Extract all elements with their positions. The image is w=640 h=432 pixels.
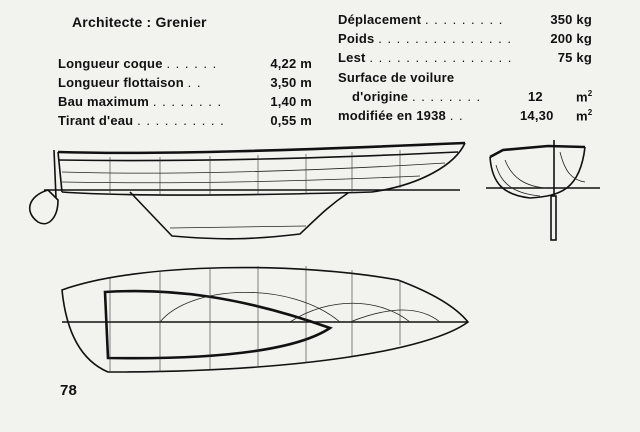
sail-heading: Surface de voilure (338, 70, 455, 85)
sail-modified-value: 14,30 (520, 108, 554, 123)
spec-value: 200 kg (550, 31, 592, 46)
architect-title: Architecte : Grenier (72, 14, 207, 30)
hull-bottom-line (61, 191, 373, 196)
section-curve (504, 159, 546, 189)
section-curve (559, 151, 586, 183)
spec-value: 1,40 m (270, 94, 312, 109)
spec-value: 4,22 m (270, 56, 312, 71)
keel-ballast-line (169, 225, 307, 229)
spec-value: 0,55 m (270, 113, 312, 128)
spec-label: Lest . . . . . . . . . . . . . . . . (338, 50, 513, 65)
spec-label: Tirant d'eau . . . . . . . . . . (58, 113, 225, 128)
section-deck (489, 144, 586, 159)
spec-value: 3,50 m (270, 75, 312, 90)
sail-origin-unit: m2 (576, 89, 593, 105)
section-keel (550, 195, 557, 241)
hull-profile-view (28, 141, 466, 240)
spec-value: 350 kg (550, 12, 592, 27)
spec-label: Longueur coque . . . . . . (58, 56, 218, 71)
sail-origin-value: 12 (528, 89, 543, 104)
station-lines (109, 150, 401, 195)
rudder-shape (28, 189, 59, 225)
stem-line (371, 142, 466, 193)
transom-line (57, 151, 63, 193)
spec-value: 75 kg (557, 50, 592, 65)
spec-label: Bau maximum . . . . . . . . (58, 94, 223, 109)
buttock-line (61, 162, 446, 174)
sail-origin-label: d'origine . . . . . . . . (352, 89, 482, 104)
spec-label: Poids . . . . . . . . . . . . . . . (338, 31, 512, 46)
hull-section-view (486, 140, 600, 241)
sail-modified-unit: m2 (576, 108, 593, 124)
section-outline (489, 146, 586, 199)
deck-line (57, 151, 459, 162)
waterline-curve (349, 309, 441, 323)
buttock-line (61, 175, 421, 184)
spec-label: Longueur flottaison . . (58, 75, 202, 90)
page-number: 78 (60, 382, 78, 399)
sail-modified-label: modifiée en 1938 . . (338, 108, 464, 123)
keel-fin (129, 191, 349, 240)
waterline-curve (289, 302, 411, 323)
cockpit-outline (103, 289, 333, 360)
hull-plan-view (61, 266, 470, 373)
waterline-curve (159, 291, 341, 323)
section-curve (495, 164, 541, 197)
spec-label: Déplacement . . . . . . . . . (338, 12, 504, 27)
sheer-line (57, 141, 466, 155)
